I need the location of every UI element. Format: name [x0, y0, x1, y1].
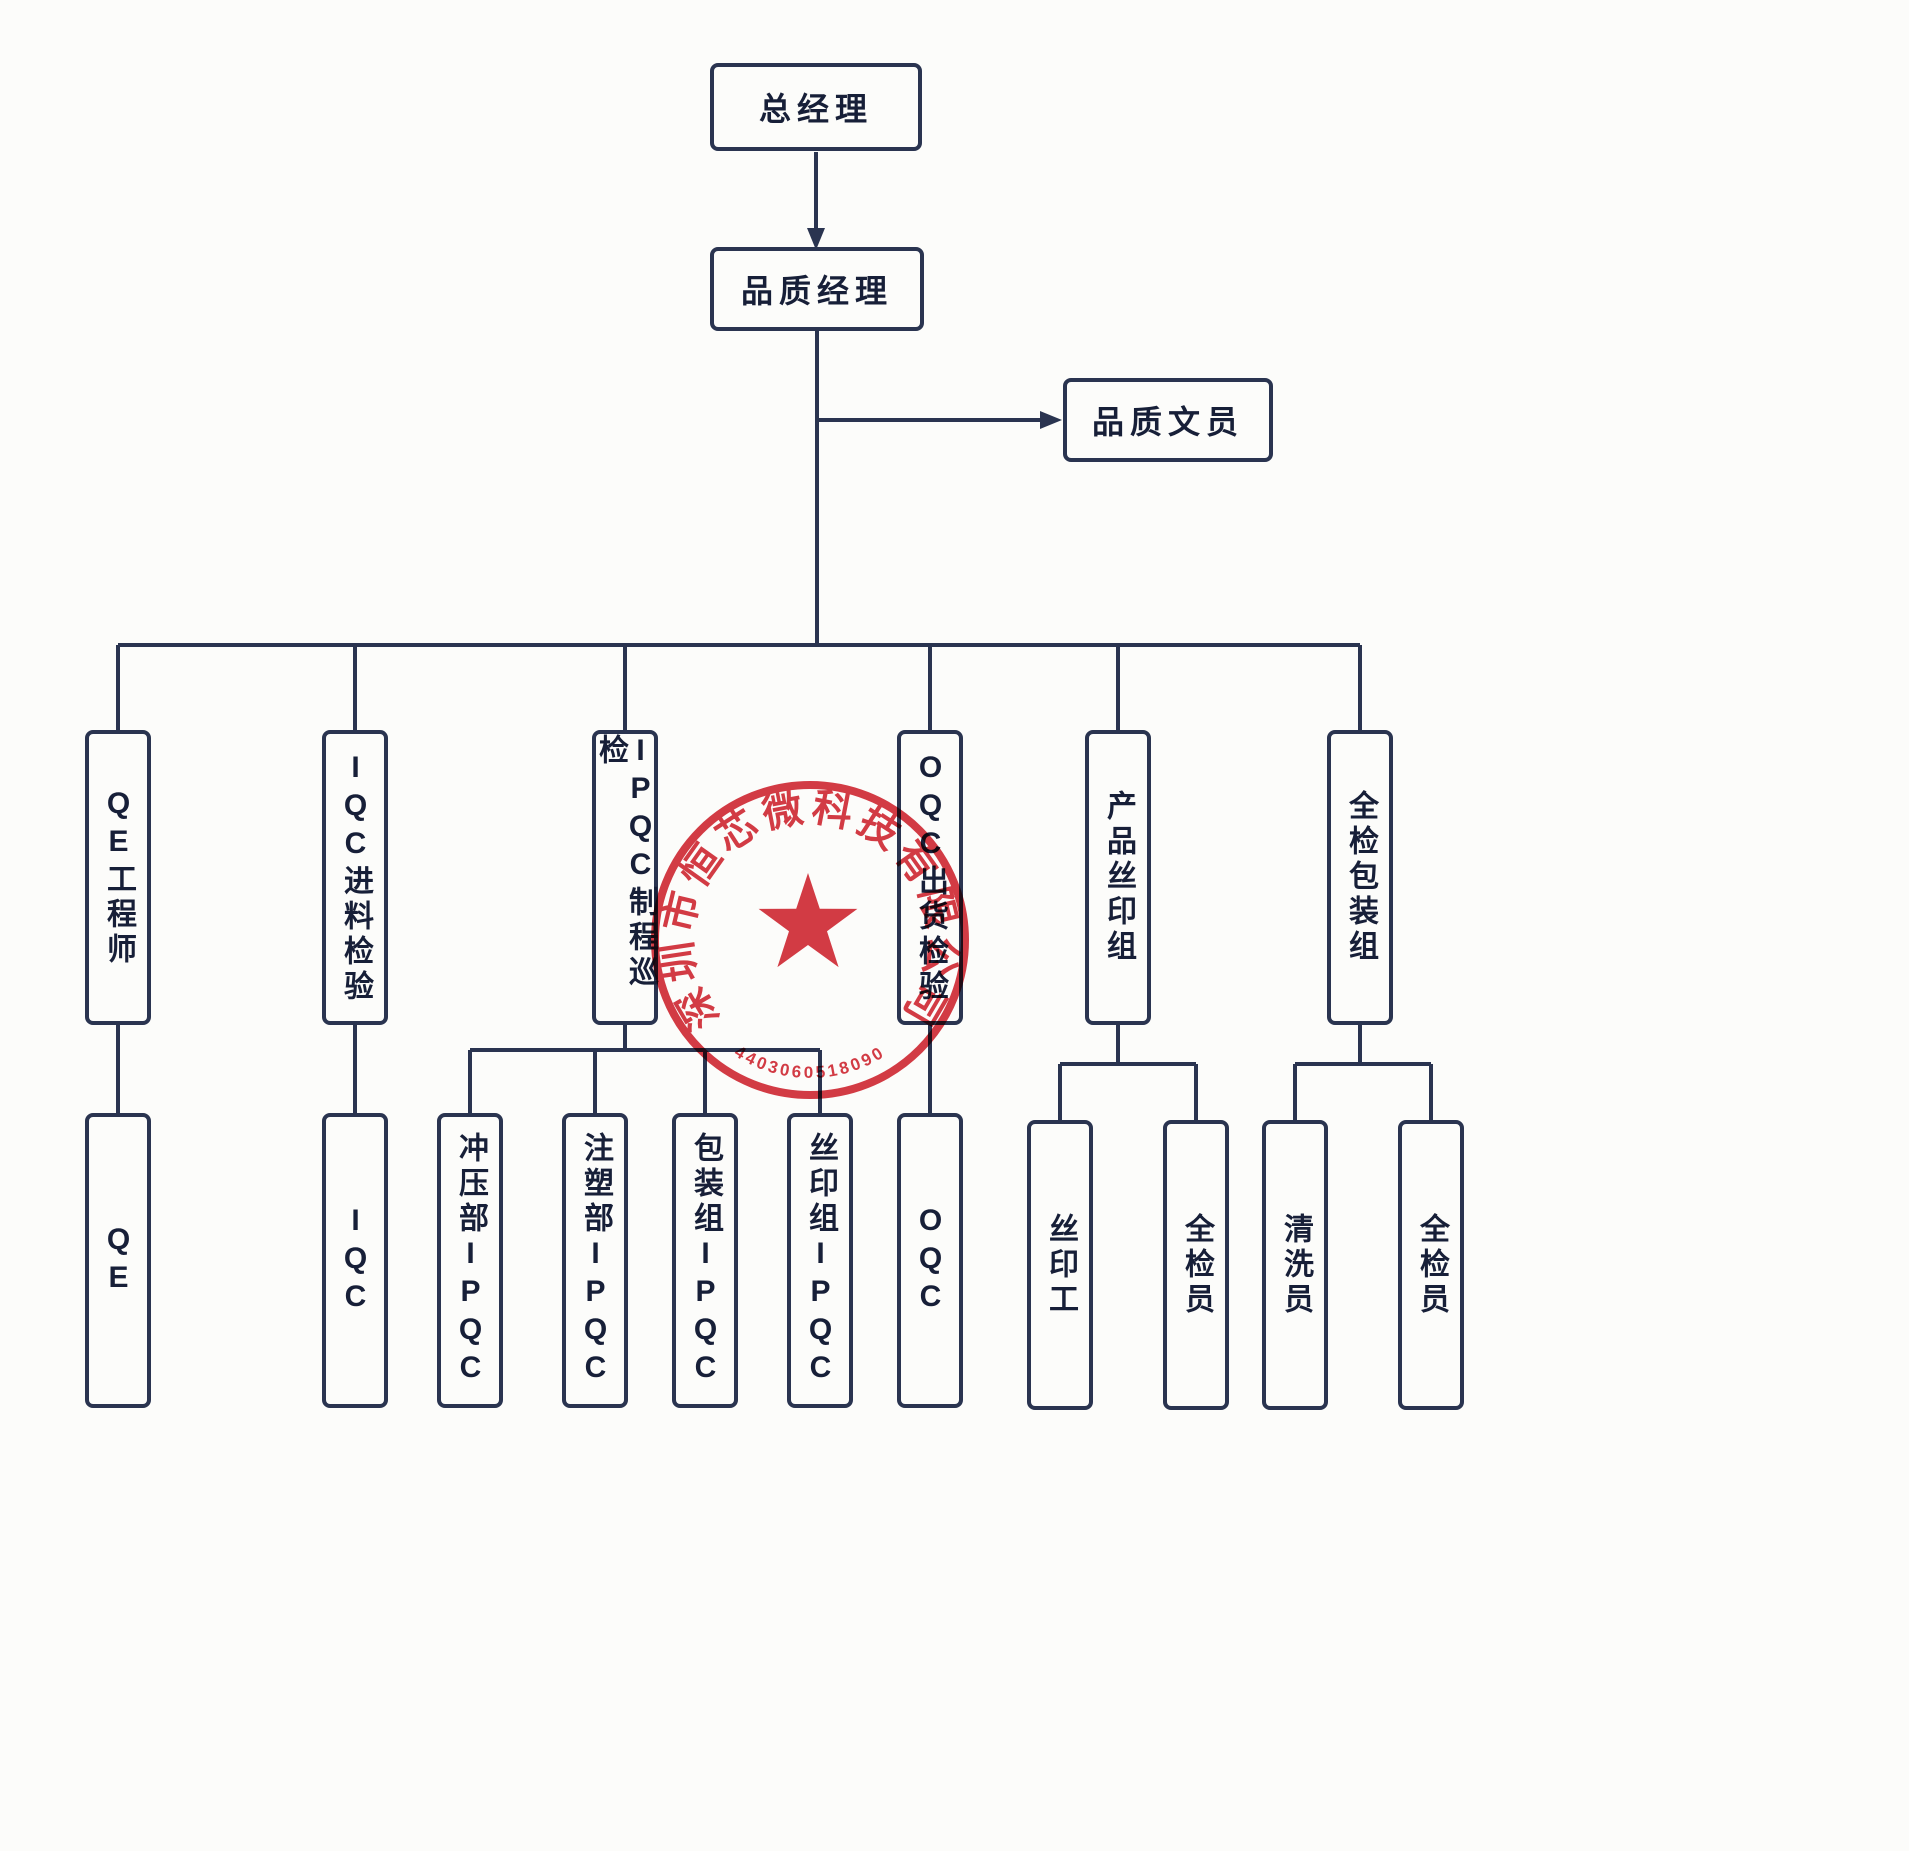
node-quality-clerk-label: 品质文员 [1091, 404, 1244, 440]
node-packaging-ipqc-label: 包装组IPQC [689, 1132, 722, 1389]
node-injection-ipqc: 注塑部IPQC [562, 1113, 628, 1408]
node-iqc-incoming-inspection-label: IQC进料检验 [339, 750, 372, 1005]
node-full-inspector-1-label: 全检员 [1180, 1212, 1213, 1318]
node-full-inspector-1: 全检员 [1163, 1120, 1229, 1410]
node-oqc-label: OQC [914, 1203, 947, 1318]
stamp-number-text: 4403060518090 [731, 1042, 889, 1082]
node-product-silkprint-group: 产品丝印组 [1085, 730, 1151, 1025]
stamp-star-icon [758, 873, 858, 968]
stamp-ring [651, 781, 969, 1099]
node-quality-clerk: 品质文员 [1063, 378, 1273, 462]
node-full-inspector-2: 全检员 [1398, 1120, 1464, 1410]
node-product-silkprint-group-label: 产品丝印组 [1102, 790, 1135, 965]
arrow-right-icon [1040, 411, 1062, 429]
node-qe-engineer: QE工程师 [85, 730, 151, 1025]
node-silkprint-ipqc-label: 丝印组IPQC [804, 1132, 837, 1389]
node-fullinspect-packaging-group: 全检包装组 [1327, 730, 1393, 1025]
node-packaging-ipqc: 包装组IPQC [672, 1113, 738, 1408]
node-stamping-ipqc: 冲压部IPQC [437, 1113, 503, 1408]
node-iqc-label: IQC [339, 1203, 372, 1318]
node-oqc: OQC [897, 1113, 963, 1408]
node-qe-label: QE [102, 1222, 135, 1299]
node-full-inspector-2-label: 全检员 [1415, 1212, 1448, 1318]
node-silkprint-ipqc: 丝印组IPQC [787, 1113, 853, 1408]
arrow-down-icon [807, 228, 825, 250]
node-general-manager-label: 总经理 [758, 91, 873, 127]
node-iqc: IQC [322, 1113, 388, 1408]
node-quality-manager-label: 品质经理 [740, 273, 893, 309]
node-fullinspect-packaging-group-label: 全检包装组 [1344, 790, 1377, 965]
node-cleaner: 清洗员 [1262, 1120, 1328, 1410]
node-quality-manager: 品质经理 [710, 247, 924, 331]
node-stamping-ipqc-label: 冲压部IPQC [454, 1132, 487, 1389]
node-cleaner-label: 清洗员 [1279, 1212, 1312, 1318]
node-injection-ipqc-label: 注塑部IPQC [579, 1132, 612, 1389]
node-general-manager: 总经理 [710, 63, 922, 151]
node-silkprint-worker-label: 丝印工 [1044, 1212, 1077, 1318]
node-oqc-outgoing-inspection: OQC出货检验 [897, 730, 963, 1025]
node-qe: QE [85, 1113, 151, 1408]
node-qe-engineer-label: QE工程师 [102, 787, 135, 968]
node-silkprint-worker: 丝印工 [1027, 1120, 1093, 1410]
node-iqc-incoming-inspection: IQC进料检验 [322, 730, 388, 1025]
node-oqc-outgoing-inspection-label: OQC出货检验 [914, 750, 947, 1005]
